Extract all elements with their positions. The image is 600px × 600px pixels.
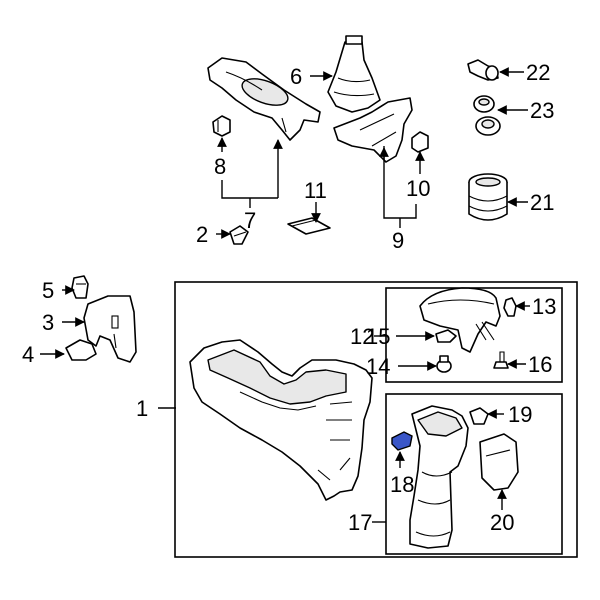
bracket-4 [65, 339, 97, 361]
shift-boot [327, 35, 381, 113]
callout-6: 6 [290, 64, 302, 89]
callout-14: 14 [366, 354, 390, 379]
lighter-23 [473, 95, 501, 136]
clip-15 [435, 329, 457, 343]
cover-11 [287, 217, 331, 235]
callout-17: 17 [348, 510, 372, 535]
callout-5: 5 [42, 278, 54, 303]
assembly-box-1 [174, 281, 578, 558]
ashtray-cup-21 [468, 173, 508, 221]
callout-8: 8 [214, 154, 226, 179]
clip-5 [71, 275, 89, 299]
callout-12: 12 [350, 324, 374, 349]
callout-3: 3 [42, 310, 54, 335]
callout-21: 21 [530, 190, 554, 215]
callout-labels: 1 2 3 4 5 6 7 8 9 10 11 12 13 14 15 16 1… [22, 60, 556, 535]
shifter-base [333, 97, 413, 163]
bracket-3 [83, 295, 137, 363]
leader-lines [40, 67, 530, 523]
clip-13 [503, 297, 517, 317]
callout-19: 19 [508, 402, 532, 427]
callout-10: 10 [406, 176, 430, 201]
callout-13: 13 [532, 294, 556, 319]
callout-20: 20 [490, 510, 514, 535]
callout-11: 11 [304, 178, 327, 203]
callout-2: 2 [196, 222, 208, 247]
clip-8 [212, 115, 231, 137]
callout-22: 22 [526, 60, 550, 85]
sub-box-17 [385, 393, 563, 555]
bolt-14 [436, 355, 452, 373]
storage-compartment [409, 405, 469, 549]
panel-20 [479, 433, 519, 491]
clip-10 [411, 131, 429, 153]
socket-22 [467, 59, 499, 81]
armrest-lid [419, 287, 501, 353]
console-body [189, 339, 373, 501]
callout-15: 15 [366, 324, 390, 349]
console-upper-panel [207, 57, 321, 141]
callout-16: 16 [528, 352, 552, 377]
clip-19 [469, 407, 489, 425]
callout-7: 7 [244, 208, 256, 233]
callout-23: 23 [530, 98, 554, 123]
screw-16 [493, 351, 509, 369]
callout-4: 4 [22, 342, 34, 367]
clip-18[interactable] [391, 431, 413, 451]
callout-1: 1 [136, 396, 148, 421]
callout-9: 9 [392, 228, 404, 253]
callout-18: 18 [390, 472, 414, 497]
bolt-2 [229, 225, 249, 245]
